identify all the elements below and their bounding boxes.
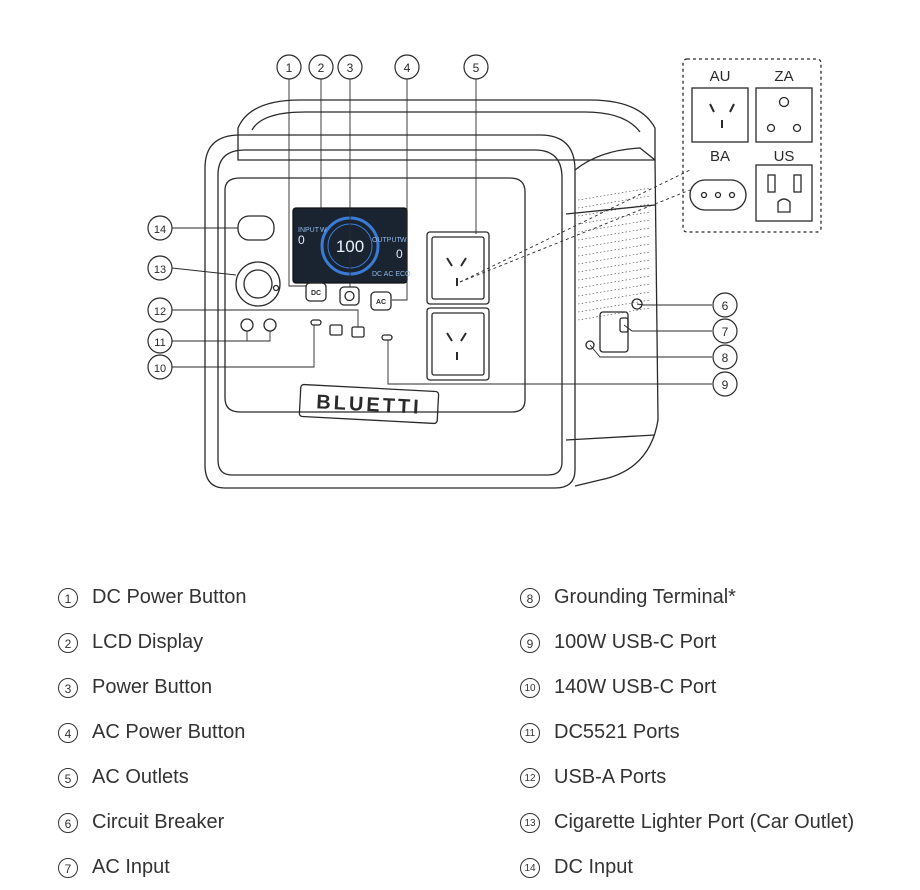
legend-left: 1 DC Power Button 2 LCD Display 3 Power But… bbox=[58, 575, 458, 890]
ac-outlet bbox=[426, 231, 490, 305]
brand-plate bbox=[298, 383, 440, 425]
legend-item: 6 Circuit Breaker bbox=[58, 800, 458, 845]
callout-num-12: 12 bbox=[154, 306, 166, 318]
legend-number: 2 bbox=[58, 632, 78, 653]
legend-item: 1 DC Power Button bbox=[58, 575, 458, 620]
legend-item: 2 LCD Display bbox=[58, 620, 458, 665]
callout-num-9: 9 bbox=[722, 378, 729, 392]
legend-label: Cigarette Lighter Port (Car Outlet) bbox=[554, 811, 855, 833]
callout-num-8: 8 bbox=[722, 351, 729, 365]
power-button[interactable] bbox=[339, 286, 360, 306]
legend-number: 1 bbox=[58, 587, 78, 608]
brand-logo: BLUETTI bbox=[316, 391, 422, 418]
legend-item: 7 AC Input bbox=[58, 845, 458, 890]
lcd-input-value: 0 bbox=[298, 233, 305, 247]
legend-item: 5 AC Outlets bbox=[58, 755, 458, 800]
lcd-input-label: INPUT bbox=[298, 227, 320, 234]
au-plug-icon bbox=[691, 87, 749, 143]
legend-number: 7 bbox=[58, 857, 78, 878]
callout-circles bbox=[147, 54, 738, 397]
legend-number: 10 bbox=[520, 677, 540, 698]
legend-label: USB-A Ports bbox=[554, 766, 667, 788]
legend-label: Circuit Breaker bbox=[92, 811, 225, 833]
lcd-output-label: OUTPUT bbox=[372, 237, 402, 244]
callout-num-11: 11 bbox=[154, 337, 165, 349]
legend-item: 12 USB-A Ports bbox=[520, 755, 915, 800]
callout-num-1: 1 bbox=[286, 61, 293, 75]
legend-label: DC5521 Ports bbox=[554, 721, 680, 743]
lcd-output-unit: W bbox=[400, 237, 407, 244]
legend-label: Grounding Terminal* bbox=[554, 586, 736, 608]
plug-type-za: ZA bbox=[774, 68, 793, 85]
legend-number: 12 bbox=[520, 767, 540, 788]
power-icon bbox=[344, 290, 355, 302]
dc-power-button[interactable] bbox=[305, 282, 327, 302]
lcd-output-value: 0 bbox=[396, 247, 403, 261]
legend-label: AC Power Button bbox=[92, 721, 246, 743]
legend-label: DC Input bbox=[554, 856, 633, 878]
callout-num-13: 13 bbox=[154, 264, 166, 276]
dc5521-port bbox=[263, 318, 277, 332]
callout-num-7: 7 bbox=[722, 325, 729, 339]
callout-num-3: 3 bbox=[347, 61, 354, 75]
legend-item: 8 Grounding Terminal* bbox=[520, 575, 915, 620]
legend-label: LCD Display bbox=[92, 631, 204, 653]
legend-label: Power Button bbox=[92, 676, 213, 698]
ac-outlet bbox=[426, 307, 490, 381]
legend-label: 100W USB-C Port bbox=[554, 631, 717, 653]
legend-number: 6 bbox=[58, 812, 78, 833]
dc5521-port bbox=[240, 318, 254, 332]
side-grille bbox=[577, 187, 651, 321]
legend-number: 4 bbox=[58, 722, 78, 743]
legend-number: 13 bbox=[520, 812, 540, 833]
legend-number: 3 bbox=[58, 677, 78, 698]
us-plug-icon bbox=[755, 164, 813, 222]
legend-number: 5 bbox=[58, 767, 78, 788]
za-plug-icon bbox=[755, 87, 813, 143]
callout-num-6: 6 bbox=[722, 299, 729, 313]
legend-number: 9 bbox=[520, 632, 540, 653]
plug-type-ba: BA bbox=[710, 148, 730, 165]
ba-plug-icon bbox=[689, 179, 747, 211]
legend-item: 3 Power Button bbox=[58, 665, 458, 710]
callout-num-14: 14 bbox=[154, 224, 166, 236]
usb-c-140w-port bbox=[310, 319, 322, 326]
legend-item: 11 DC5521 Ports bbox=[520, 710, 915, 755]
legend-label: DC Power Button bbox=[92, 586, 247, 608]
device-body bbox=[204, 99, 659, 489]
legend-item: 10 140W USB-C Port bbox=[520, 665, 915, 710]
side-ports bbox=[585, 298, 643, 353]
ac-button-label: AC bbox=[376, 299, 386, 306]
legend-item: 14 DC Input bbox=[520, 845, 915, 890]
legend-item: 9 100W USB-C Port bbox=[520, 620, 915, 665]
callout-num-5: 5 bbox=[473, 61, 480, 75]
dc-button-label: DC bbox=[311, 290, 321, 297]
product-diagram: AU ZA BA US INPUT 0 W OUTPUT 0 W DC AC E… bbox=[147, 54, 822, 489]
legend-label: AC Input bbox=[92, 856, 170, 878]
legend-number: 11 bbox=[520, 722, 540, 743]
lcd-status: DC AC ECO bbox=[372, 271, 411, 278]
callout-num-4: 4 bbox=[404, 61, 411, 75]
plug-type-us: US bbox=[774, 148, 795, 165]
legend-item: 4 AC Power Button bbox=[58, 710, 458, 755]
legend-label: AC Outlets bbox=[92, 766, 189, 788]
usb-c-100w-port bbox=[381, 334, 393, 341]
usb-a-port bbox=[351, 326, 365, 338]
lcd-input-unit: W bbox=[320, 227, 327, 234]
legend-item: 13 Cigarette Lighter Port (Car Outlet) bbox=[520, 800, 915, 845]
dc-input-port bbox=[237, 215, 275, 241]
legend-number: 8 bbox=[520, 587, 540, 608]
ac-power-button[interactable] bbox=[370, 291, 392, 311]
plug-type-box bbox=[682, 58, 822, 233]
callout-num-2: 2 bbox=[318, 61, 325, 75]
legend-label: 140W USB-C Port bbox=[554, 676, 717, 698]
callout-num-10: 10 bbox=[154, 363, 166, 375]
legend-number: 14 bbox=[520, 857, 540, 878]
callout-leaders bbox=[171, 79, 712, 385]
usb-a-port bbox=[329, 324, 343, 336]
car-outlet bbox=[235, 261, 281, 307]
plug-type-au: AU bbox=[710, 68, 731, 85]
legend-right: 8 Grounding Terminal* 9 100W USB-C Port 10… bbox=[520, 575, 915, 890]
lcd-battery-value: 100 bbox=[336, 237, 364, 256]
